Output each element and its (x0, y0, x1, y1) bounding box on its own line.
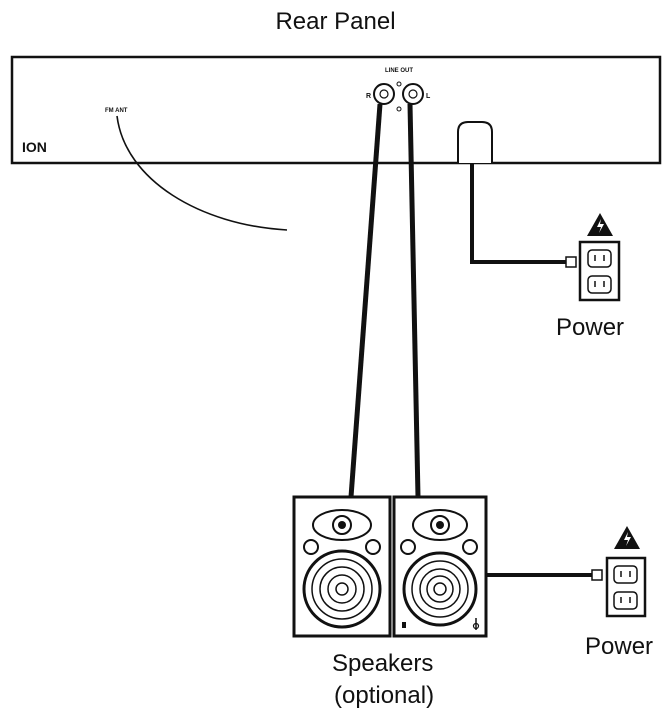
power-label-top: Power (556, 314, 625, 341)
speaker-icon (292, 495, 392, 638)
diagram-title: Rear Panel (275, 8, 396, 35)
rca-jack-icon (373, 83, 395, 105)
high-voltage-warning-icon (587, 213, 613, 236)
high-voltage-warning-icon (614, 526, 640, 549)
speakers-label: Speakers (332, 650, 434, 677)
jack-right-label: R (366, 93, 371, 100)
power-outlet-icon (578, 240, 621, 302)
right-speaker-cable (348, 103, 383, 498)
fm-antenna-wire (116, 115, 288, 231)
antenna-label: FM ANT (105, 108, 128, 114)
left-speaker-cable (407, 103, 421, 498)
power-label-bottom: Power (585, 633, 654, 660)
jack-left-label: L (426, 93, 431, 100)
speakers-optional-label: (optional) (334, 682, 435, 709)
power-inlet (457, 121, 493, 163)
panel-power-cord (470, 163, 568, 264)
brand-logo: ION (22, 139, 47, 155)
rear-panel (10, 55, 662, 165)
line-out-label: LINE OUT (385, 68, 413, 74)
speaker-icon (392, 495, 488, 638)
power-outlet-icon (605, 556, 647, 618)
rca-jack-icon (402, 83, 424, 105)
